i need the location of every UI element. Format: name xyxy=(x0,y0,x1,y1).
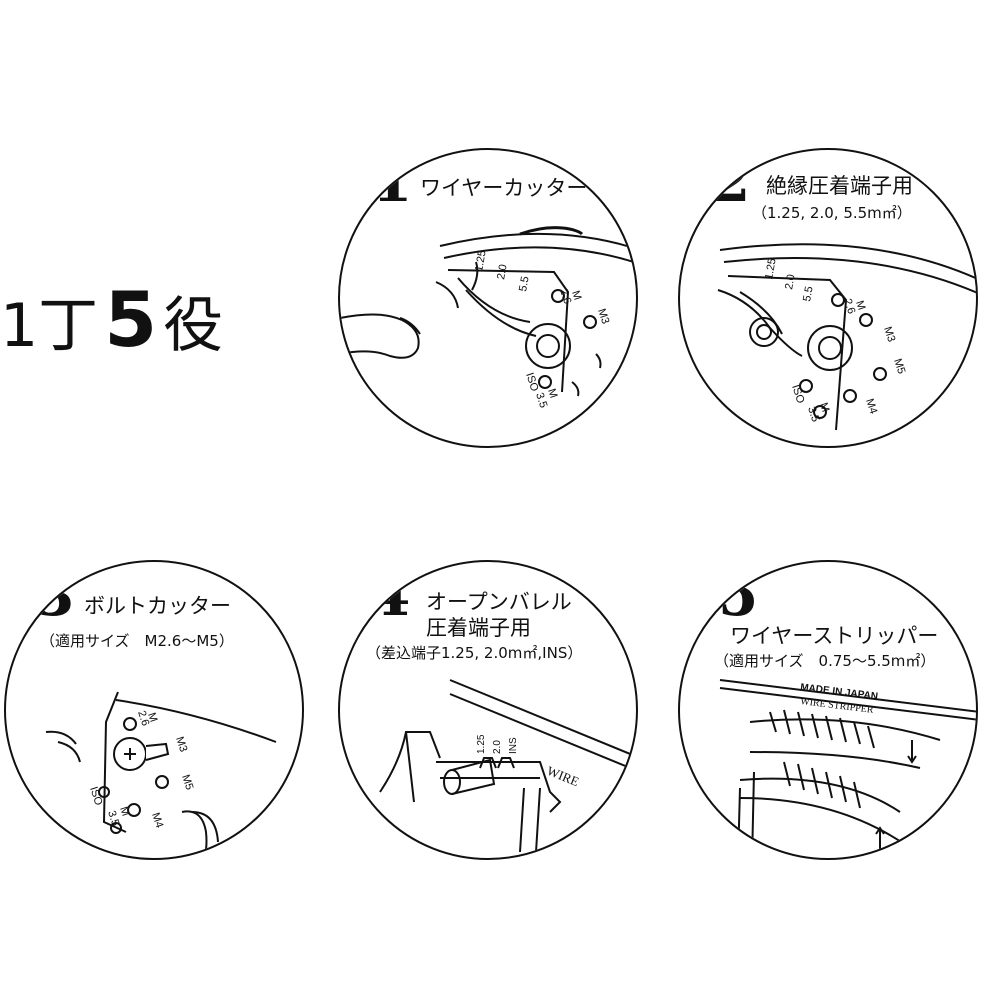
mark-m-2-6: 2.6 xyxy=(841,297,857,315)
mark-size-1-25: 1.25 xyxy=(476,734,487,754)
bolt-cutter-illustration: M 2.6 M3 M5 M4 ISO M 3.5 xyxy=(45,691,277,858)
mark-m3: M3 xyxy=(173,735,189,753)
feature-number-5: 5 xyxy=(718,561,759,629)
mark-size-1-25: 1.25 xyxy=(473,249,489,272)
mark-m3: M3 xyxy=(881,325,897,343)
mark-iso: ISO xyxy=(523,371,540,393)
feature-title-4b: 圧着端子用 xyxy=(426,616,531,640)
feature-title-4a: オープンバレル xyxy=(426,590,572,614)
feature-detail-4: （差込端子1.25, 2.0m㎡,INS） xyxy=(366,644,583,662)
feature-detail-3: （適用サイズ M2.6〜M5） xyxy=(40,632,234,650)
feature-circle-1: 1.25 2.0 5.5 M 2.6 M3 ISO M 3.5 1 ワイヤーカッ… xyxy=(338,148,638,448)
wire-stripper-illustration: MADE IN JAPAN WIRE STRIPPER xyxy=(719,679,976,858)
mark-iso: ISO xyxy=(87,785,104,807)
mark-m-3-5-b: 3.5 xyxy=(105,809,121,827)
mark-size-2-0: 2.0 xyxy=(492,740,503,754)
mark-size-5-5: 5.5 xyxy=(801,285,815,302)
feature-number-3: 3 xyxy=(34,561,75,629)
feature-number-4: 4 xyxy=(370,561,411,629)
mark-m3: M3 xyxy=(595,307,611,325)
insulated-crimp-illustration: 1.25 2.0 5.5 M 2.6 M3 M5 M4 ISO M 3.5 xyxy=(717,243,976,431)
feature-circle-3: M 2.6 M3 M5 M4 ISO M 3.5 3 ボルトカッター （適用サイ… xyxy=(4,560,304,860)
mark-m: M xyxy=(145,711,159,723)
mark-m: M xyxy=(853,299,867,311)
mark-size-1-25: 1.25 xyxy=(763,257,779,280)
feature-title-3: ボルトカッター xyxy=(84,594,231,618)
mark-wire: WIRE xyxy=(545,763,581,789)
wire-cutter-illustration: 1.25 2.0 5.5 M 2.6 M3 ISO M 3.5 xyxy=(340,226,636,409)
mark-iso: ISO xyxy=(789,383,806,405)
mark-m5: M5 xyxy=(179,773,195,791)
headline-prefix: 1丁 xyxy=(0,291,99,361)
mark-m-2-6: 2.6 xyxy=(557,287,573,305)
mark-m-2-6: 2.6 xyxy=(135,709,151,727)
feature-detail-5: （適用サイズ 0.75〜5.5m㎡） xyxy=(714,652,936,670)
mark-m-3-5-a: M xyxy=(117,805,131,817)
feature-title-2: 絶縁圧着端子用 xyxy=(766,174,913,198)
mark-m4: M4 xyxy=(149,811,165,829)
headline-suffix: 役 xyxy=(163,291,224,361)
mark-m-3-5-a: M xyxy=(545,387,559,399)
mark-m-3-5-b: 3.5 xyxy=(805,405,821,423)
mark-size-2-0: 2.0 xyxy=(495,263,509,280)
mark-m-3-5-a: M xyxy=(817,401,831,413)
mark-size-2-0: 2.0 xyxy=(783,273,797,290)
feature-detail-2: （1.25, 2.0, 5.5m㎡） xyxy=(752,204,912,222)
feature-circle-4: 1.25 2.0 INS WIRE 4 オープンバレル 圧着端子用 （差込端子1… xyxy=(338,560,638,860)
mark-m4: M4 xyxy=(863,397,879,415)
mark-m-3-5-b: 3.5 xyxy=(533,391,549,409)
mark-ins: INS xyxy=(508,737,519,754)
open-barrel-crimp-illustration: 1.25 2.0 INS WIRE xyxy=(379,679,636,853)
mark-size-5-5: 5.5 xyxy=(517,275,531,292)
feature-title-5: ワイヤーストリッパー xyxy=(730,624,939,648)
mark-m5: M5 xyxy=(891,357,907,375)
feature-circle-2: 1.25 2.0 5.5 M 2.6 M3 M5 M4 ISO M 3.5 2 … xyxy=(678,148,978,448)
feature-number-1: 1 xyxy=(372,148,413,215)
headline-number: 5 xyxy=(104,275,158,364)
feature-title-1: ワイヤーカッター xyxy=(420,176,588,200)
feature-circle-5: MADE IN JAPAN WIRE STRIPPER 5 ワイヤーストリッパー… xyxy=(678,560,978,860)
mark-m: M xyxy=(569,289,583,301)
feature-number-2: 2 xyxy=(710,148,751,215)
